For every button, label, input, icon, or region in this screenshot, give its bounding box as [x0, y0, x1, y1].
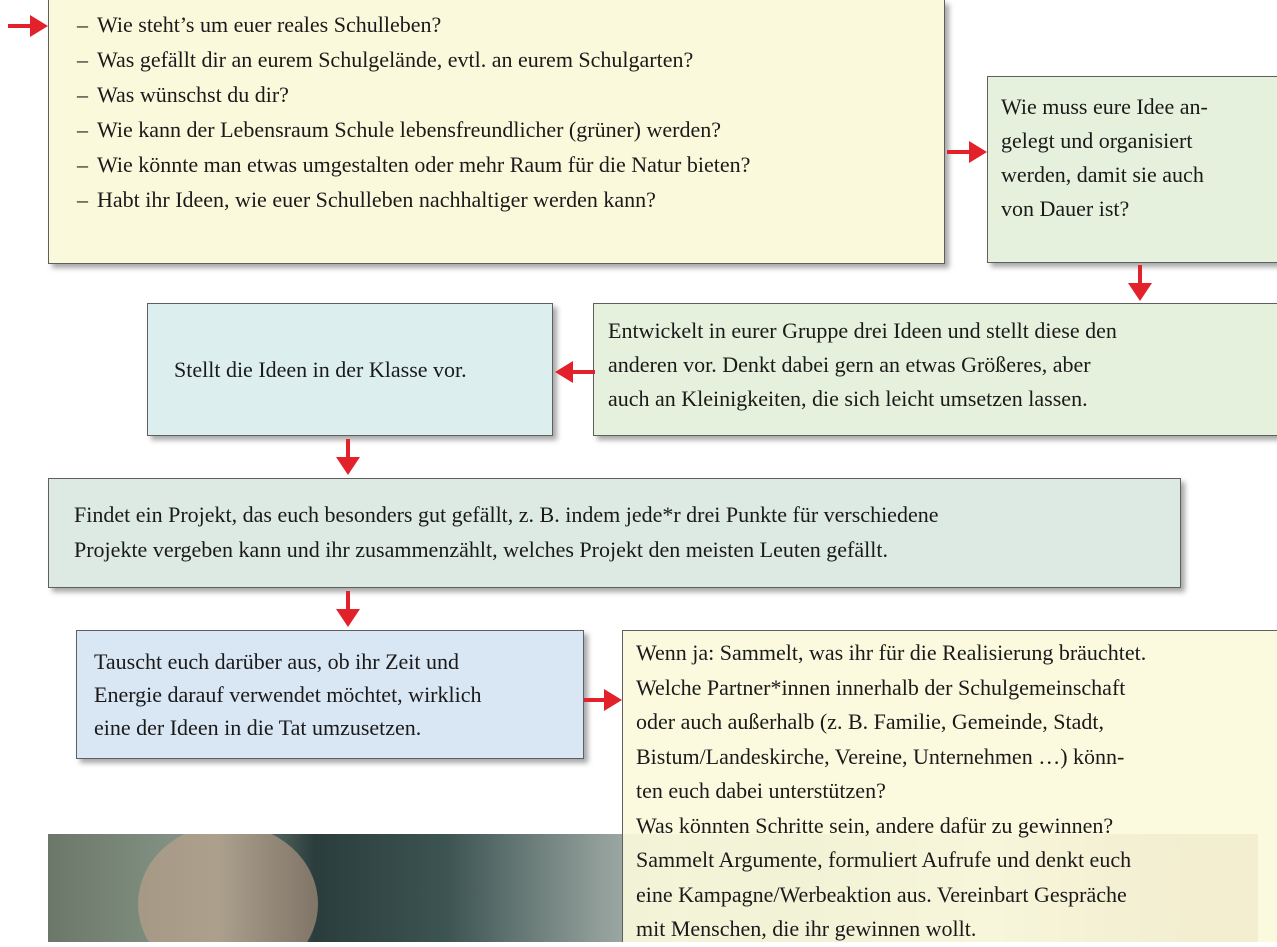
arrow-down-icon — [336, 591, 360, 627]
arrow-down-icon — [336, 439, 360, 475]
question-item: Wie kann der Lebensraum Schule lebensfre… — [49, 112, 944, 147]
discuss-box: Tauscht euch darüber aus, ob ihr Zeit un… — [76, 630, 584, 759]
arrow-left-icon — [555, 361, 595, 383]
arrow-right-icon — [947, 141, 987, 163]
question-item: Was wünschst du dir? — [49, 77, 944, 112]
arrow-right-icon — [8, 15, 48, 37]
question-item: Wie könnte man etwas umgestalten oder me… — [49, 147, 944, 182]
photo-hand-shape — [138, 834, 318, 942]
question-item: Habt ihr Ideen, wie euer Schulleben nach… — [49, 182, 944, 217]
arrow-right-icon — [584, 689, 622, 711]
question-item: Wie steht’s um euer reales Schulleben? — [49, 7, 944, 42]
questions-box: Wie steht’s um euer reales Schulleben? W… — [48, 0, 945, 264]
realisation-box: Wenn ja: Sammelt, was ihr für die Realis… — [622, 630, 1277, 942]
questions-list: Wie steht’s um euer reales Schulleben? W… — [49, 7, 944, 217]
organisation-box: Wie muss eure Idee an- gelegt und organi… — [987, 76, 1277, 263]
find-project-box: Findet ein Projekt, das euch besonders g… — [48, 478, 1181, 588]
arrow-down-icon — [1128, 265, 1152, 301]
present-ideas-text: Stellt die Ideen in der Klasse vor. — [174, 357, 467, 382]
question-item: Was gefällt dir an eurem Schulgelände, e… — [49, 42, 944, 77]
develop-ideas-box: Entwickelt in eurer Gruppe drei Ideen un… — [593, 303, 1277, 436]
present-ideas-box: Stellt die Ideen in der Klasse vor. — [147, 303, 553, 436]
